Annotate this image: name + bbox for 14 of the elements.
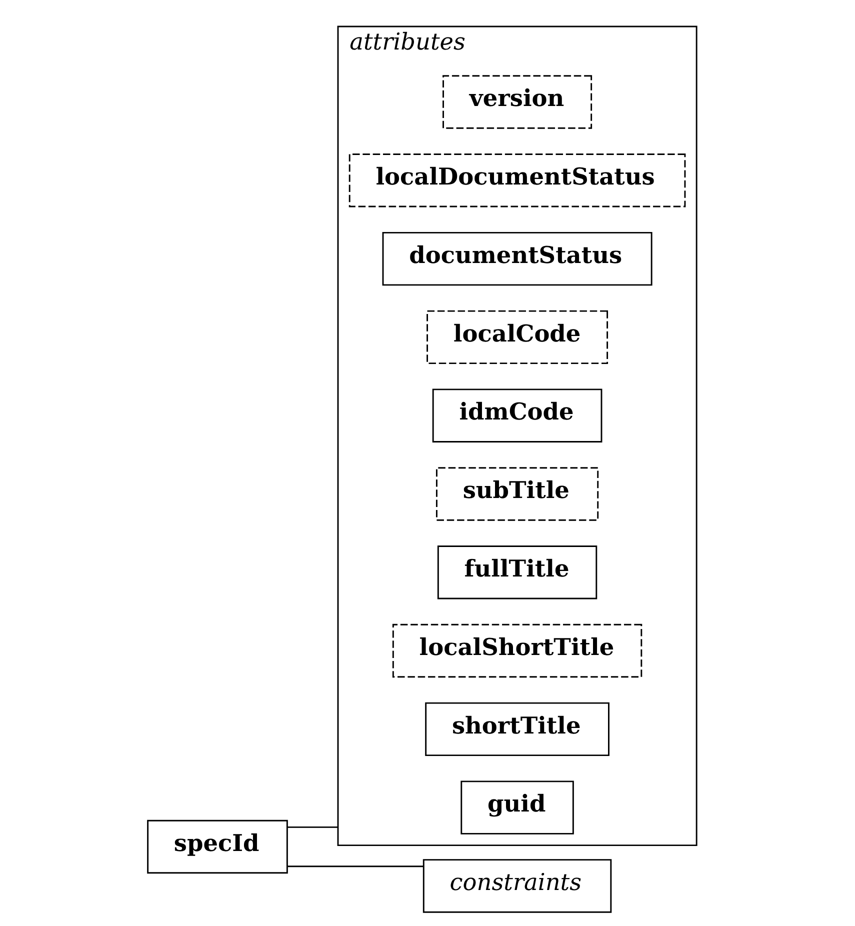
node-box: localCode [426, 310, 608, 364]
node-box: version [442, 74, 592, 128]
node-box: localDocumentStatus [348, 153, 686, 207]
node-box: specId [146, 819, 288, 874]
connector [286, 865, 423, 867]
node-box: localShortTitle [392, 623, 642, 678]
connector [286, 826, 338, 828]
node-box: documentStatus [382, 231, 652, 286]
node-box: subTitle [435, 466, 598, 520]
node-box: constraints [422, 858, 612, 912]
node-box: idmCode [432, 388, 602, 442]
node-box: fullTitle [436, 545, 597, 599]
node-box: guid [460, 780, 574, 834]
node-box: shortTitle [424, 702, 609, 756]
